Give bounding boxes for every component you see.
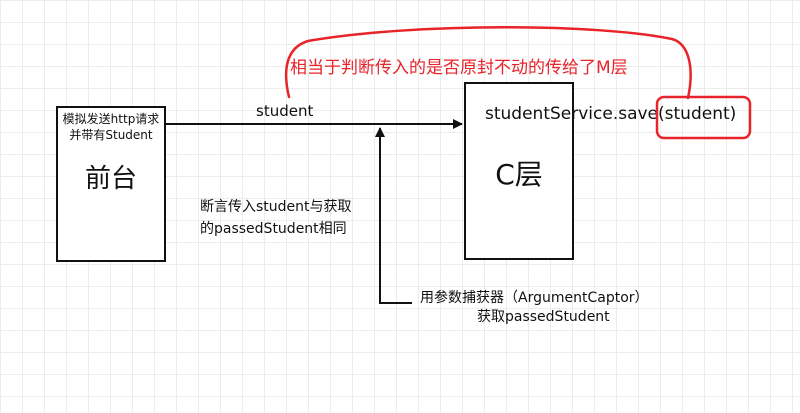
frontend-box <box>56 106 166 262</box>
assert-note-line2: 的passedStudent相同 <box>200 221 347 237</box>
red-annotation-text: 相当于判断传入的是否原封不动的传给了M层 <box>290 58 628 78</box>
method-call-text: studentService.save(student) <box>485 104 737 124</box>
captor-note-line1: 用参数捕获器（ArgumentCaptor） <box>420 290 649 306</box>
controller-box <box>464 82 574 260</box>
captor-note-line2: 获取passedStudent <box>477 309 610 325</box>
assert-note-line1: 断言传入student与获取 <box>200 199 352 215</box>
arrow-label-student: student <box>256 102 314 120</box>
controller-label: C层 <box>495 158 543 191</box>
frontend-note-line2: 并带有Student <box>69 128 153 142</box>
frontend-note-line1: 模拟发送http请求 <box>62 112 160 126</box>
captor-arrow <box>375 127 412 304</box>
frontend-label: 前台 <box>84 164 137 194</box>
